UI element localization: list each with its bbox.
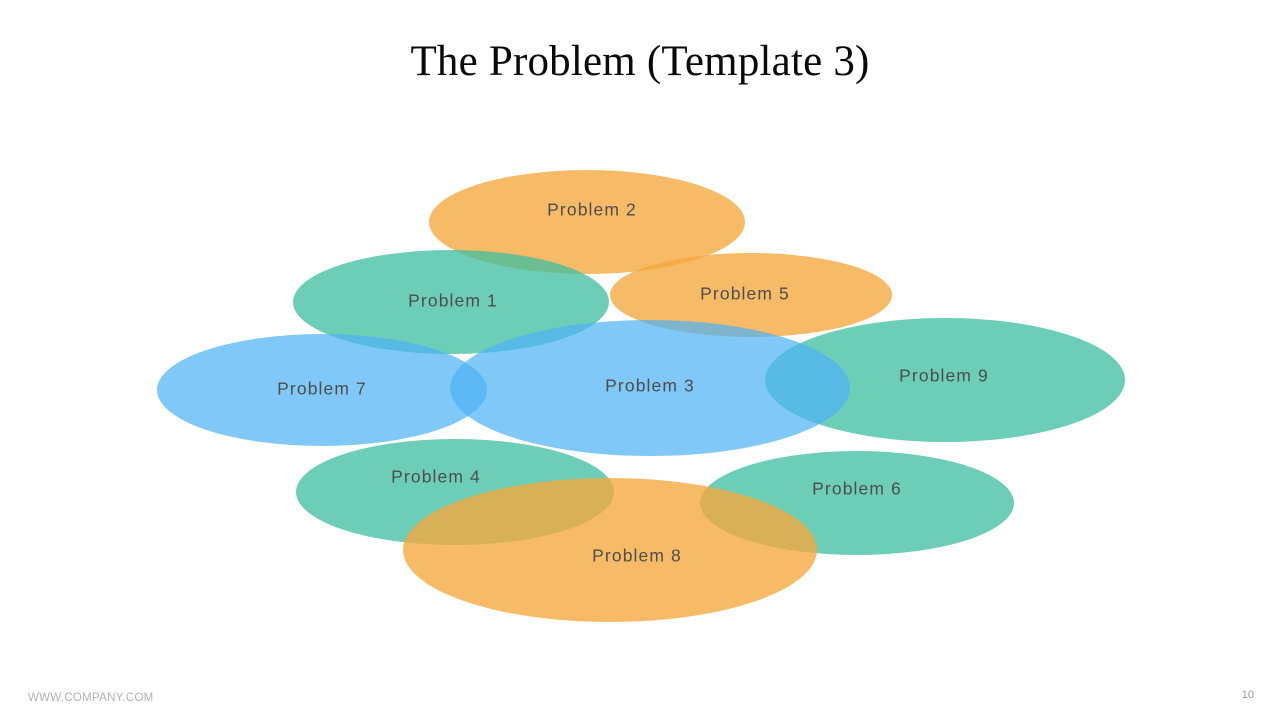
ellipse-problem-5[interactable] — [610, 253, 892, 337]
page-number: 10 — [1241, 689, 1254, 701]
ellipse-problem-3[interactable] — [450, 320, 850, 456]
ellipse-layer — [157, 170, 1125, 622]
ellipse-problem-8[interactable] — [403, 478, 817, 622]
ellipse-problem-2[interactable] — [429, 170, 745, 274]
footer-company-url: WWW.COMPANY.COM — [28, 692, 154, 704]
ellipse-problem-9[interactable] — [765, 318, 1125, 442]
ellipse-problem-7[interactable] — [157, 334, 487, 446]
page-title: The Problem (Template 3) — [410, 37, 870, 85]
ellipse-problem-1[interactable] — [293, 250, 609, 354]
